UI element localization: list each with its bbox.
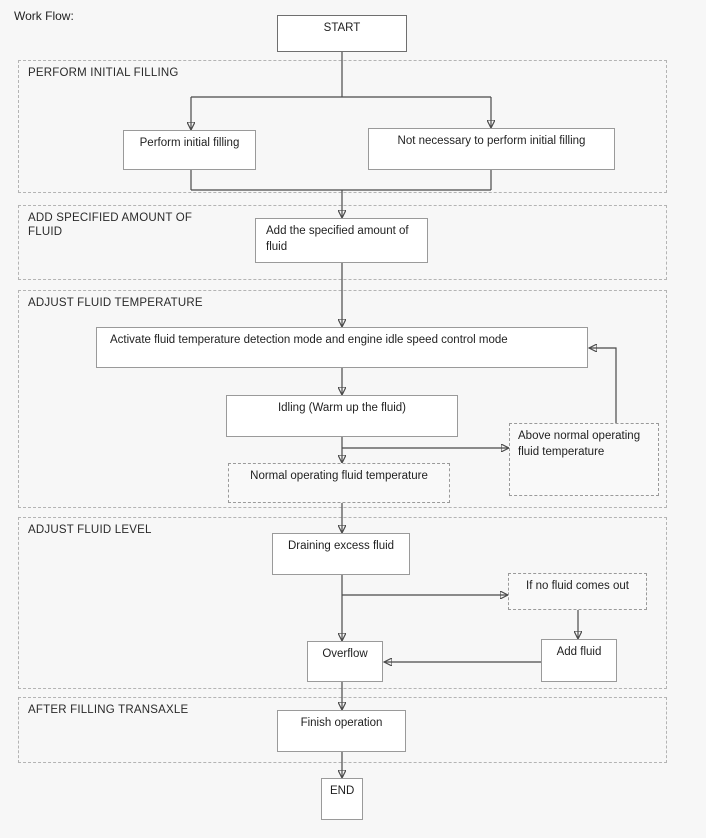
node-end: END [321,778,363,820]
node-normal-operating-temperature: Normal operating fluid temperature [228,463,450,503]
section-label: ADJUST FLUID LEVEL [28,524,152,536]
section-label: AFTER FILLING TRANSAXLE [28,704,189,716]
node-idling-warm-up: Idling (Warm up the fluid) [226,395,458,437]
node-add-fluid: Add fluid [541,639,617,682]
section-label: PERFORM INITIAL FILLING [28,67,179,79]
section-adjust-fluid-level: ADJUST FLUID LEVEL [18,517,667,689]
node-add-specified-amount: Add the specified amount of fluid [255,218,428,263]
page-title: Work Flow: [14,9,74,23]
section-add-specified-amount: ADD SPECIFIED AMOUNT OF FLUID [18,205,667,280]
node-draining-excess-fluid: Draining excess fluid [272,533,410,575]
node-above-normal-temperature: Above normal operating fluid temperature [509,423,659,496]
section-after-filling-transaxle: AFTER FILLING TRANSAXLE [18,697,667,763]
section-label: ADJUST FLUID TEMPERATURE [28,297,203,309]
node-activate-detection-mode: Activate fluid temperature detection mod… [96,327,588,368]
node-finish-operation: Finish operation [277,710,406,752]
node-not-necessary: Not necessary to perform initial filling [368,128,615,170]
section-label: ADD SPECIFIED AMOUNT OF FLUID [28,212,193,239]
node-start: START [277,15,407,52]
node-perform-initial-filling: Perform initial filling [123,130,256,170]
section-adjust-fluid-temperature: ADJUST FLUID TEMPERATURE [18,290,667,508]
node-overflow: Overflow [307,641,383,682]
section-perform-initial-filling: PERFORM INITIAL FILLING [18,60,667,193]
node-if-no-fluid-comes-out: If no fluid comes out [508,573,647,610]
